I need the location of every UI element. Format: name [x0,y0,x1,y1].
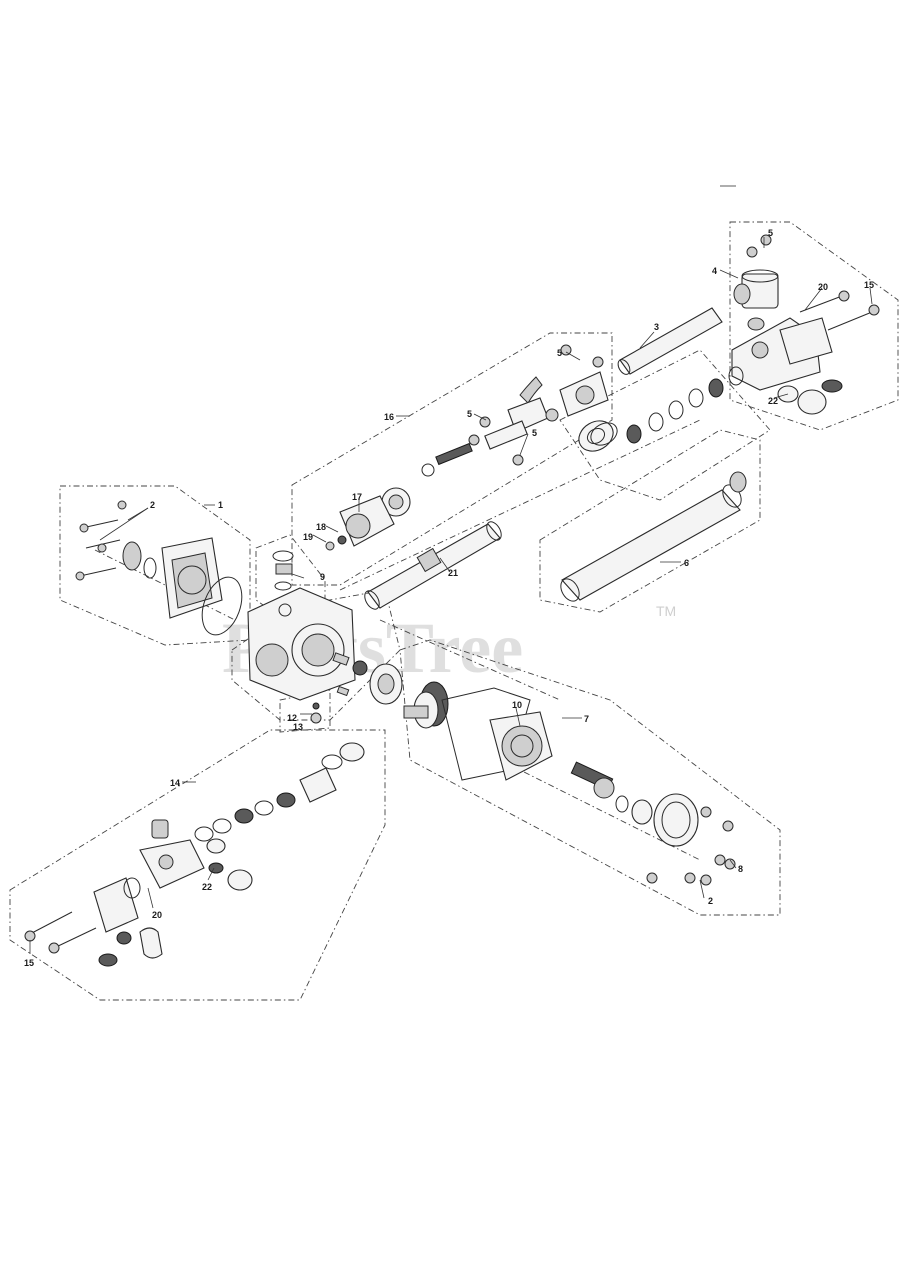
callout-5-head-low: 5 [532,428,537,438]
part-crankcase [247,587,403,705]
part-gear-7 [403,681,736,886]
callout-5-head-top: 5 [557,348,562,358]
part-rod-3 [617,307,723,375]
group-outline-manifold-4 [729,221,899,431]
callout-7: 7 [584,714,589,724]
callout-15-left: 15 [24,958,34,968]
group-outline-small-12 [279,689,331,733]
callout-5-head-mid: 5 [467,409,472,419]
callout-3: 3 [654,322,659,332]
axis-line-lower [379,619,561,701]
callout-4: 4 [712,266,717,276]
callout-5-manifold: 5 [768,228,773,238]
callout-6: 6 [684,558,689,568]
callout-1: 1 [218,500,223,510]
callout-20-left: 20 [152,910,162,920]
group-outline-manifold-14 [9,729,386,1001]
part-head-assembly-16 [325,344,609,551]
callout-16: 16 [384,412,394,422]
part-cover-plate-1 [75,500,243,636]
callout-9: 9 [320,572,325,582]
watermark-trademark: TM [656,603,676,619]
callout-13: 13 [293,722,303,732]
group-outline-head-16 [291,332,613,586]
part-piston-6 [560,471,747,602]
callout-17: 17 [352,492,362,502]
part-manifold-4 [731,234,880,415]
callout-22-right: 22 [768,396,778,406]
callout-15-right: 15 [864,280,874,290]
callout-2-upper: 2 [150,500,155,510]
callout-19: 19 [303,532,313,542]
callout-2-lower: 2 [708,896,713,906]
part-valve-9 [272,550,294,591]
axis-line-gear [499,759,701,861]
callout-10: 10 [512,700,522,710]
part-manifold-14 [24,742,365,967]
callout-8: 8 [738,864,743,874]
part-screw-12-13 [310,702,322,724]
leader-lines [29,185,873,954]
group-outline-gearbox-7 [399,639,781,916]
callout-22-left: 22 [202,882,212,892]
part-sleeve-21 [364,521,502,610]
part-seal-rings-upper [578,366,744,452]
callout-14: 14 [170,778,180,788]
callout-21: 21 [448,568,458,578]
callout-20-right: 20 [818,282,828,292]
axis-line-upper [339,419,701,591]
callout-18: 18 [316,522,326,532]
callout-12: 12 [287,713,297,723]
